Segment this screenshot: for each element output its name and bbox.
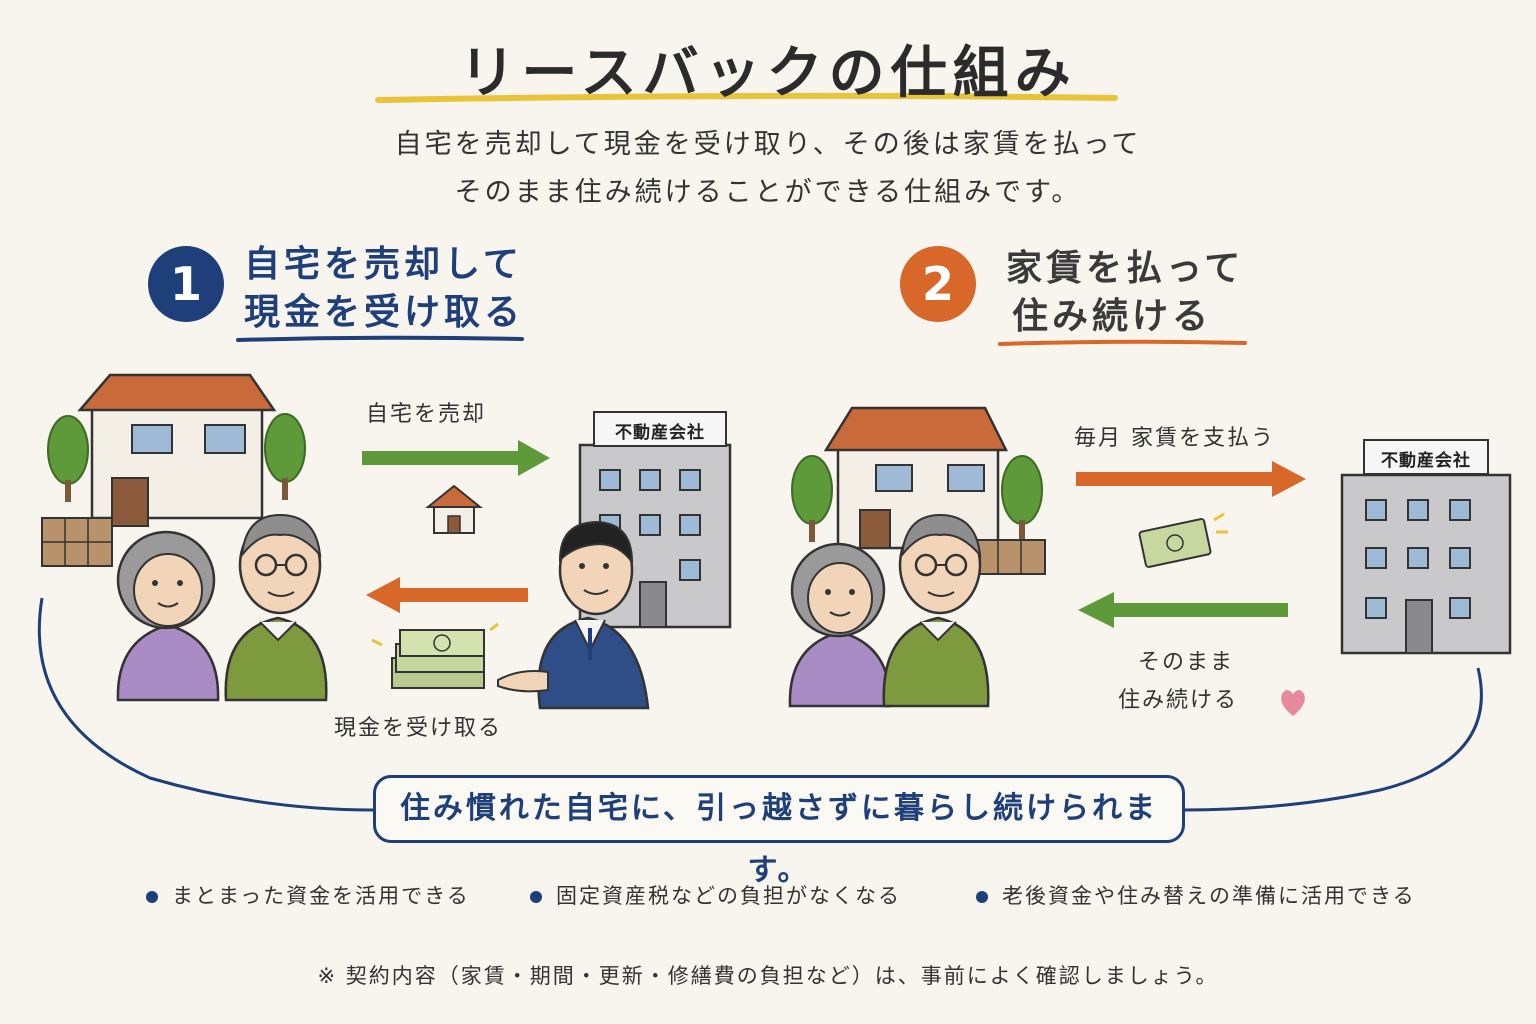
step1-title-line2: 現金を受け取る bbox=[244, 292, 525, 333]
step2-title-line2: 住み続ける bbox=[1012, 296, 1213, 337]
left-house bbox=[41, 373, 306, 567]
benefit-text-1: まとまった資金を活用できる bbox=[172, 884, 470, 908]
pay-rent-label: 毎月 家賃を支払う bbox=[1074, 426, 1275, 451]
footnote: ※ 契約内容（家賃・期間・更新・修繕費の負担など）は、事前によく確認しましょう。 bbox=[317, 964, 1219, 988]
right-company-sign: 不動産会社 bbox=[1381, 451, 1471, 471]
step1-number: 1 bbox=[169, 257, 202, 311]
pay-rent-arrow bbox=[1076, 461, 1306, 497]
step2-badge bbox=[900, 246, 976, 322]
benefit-text-3: 老後資金や住み替えの準備に活用できる bbox=[1002, 884, 1416, 908]
subtitle-line2: そのまま住み続けることができる仕組みです。 bbox=[454, 177, 1082, 208]
summary-banner: 住み慣れた自宅に、引っ越さずに暮らし続けられます。 bbox=[373, 775, 1185, 888]
benefit-text-2: 固定資産税などの負担がなくなる bbox=[556, 884, 901, 908]
cash-stack-icon bbox=[371, 622, 499, 689]
right-woman bbox=[788, 542, 892, 708]
right-company-building bbox=[1340, 439, 1512, 655]
small-house-icon bbox=[425, 484, 483, 534]
subtitle-line1: 自宅を売却して現金を受け取り、その後は家賃を払って bbox=[394, 129, 1142, 160]
left-woman bbox=[116, 530, 220, 702]
step2-underline bbox=[998, 339, 1247, 346]
bullet-dot-icon bbox=[976, 891, 988, 903]
receive-cash-arrow bbox=[366, 577, 528, 613]
right-man bbox=[882, 513, 990, 708]
left-company-sign: 不動産会社 bbox=[615, 423, 705, 443]
benefit-item-2: 固定資産税などの負担がなくなる bbox=[530, 880, 901, 910]
left-man bbox=[224, 513, 328, 702]
cash-bill-icon bbox=[1138, 512, 1228, 568]
step1-title-line1: 自宅を売却して bbox=[244, 244, 523, 285]
stay-label-line1: そのまま bbox=[1138, 650, 1235, 675]
receive-cash-label: 現金を受け取る bbox=[334, 716, 503, 741]
right-house bbox=[791, 406, 1046, 575]
stay-label-line2: 住み続ける bbox=[1118, 688, 1239, 713]
title-underline bbox=[375, 92, 1118, 103]
page-title: リースバックの仕組み bbox=[459, 41, 1077, 106]
step2-title-line1: 家賃を払って bbox=[1006, 248, 1245, 289]
sell-arrow bbox=[362, 440, 550, 476]
benefit-item-1: まとまった資金を活用できる bbox=[146, 880, 470, 910]
sell-label: 自宅を売却 bbox=[366, 402, 487, 427]
step1-underline bbox=[236, 335, 524, 342]
step2-number: 2 bbox=[921, 257, 954, 311]
businessman bbox=[497, 520, 650, 710]
heart-icon bbox=[1281, 690, 1305, 716]
bullet-dot-icon bbox=[530, 891, 542, 903]
step1-badge bbox=[148, 246, 224, 322]
stay-arrow bbox=[1078, 592, 1288, 628]
loop-line-right bbox=[1183, 667, 1483, 812]
loop-line-left bbox=[37, 597, 375, 812]
bullet-dot-icon bbox=[146, 891, 158, 903]
benefit-item-3: 老後資金や住み替えの準備に活用できる bbox=[976, 880, 1416, 910]
